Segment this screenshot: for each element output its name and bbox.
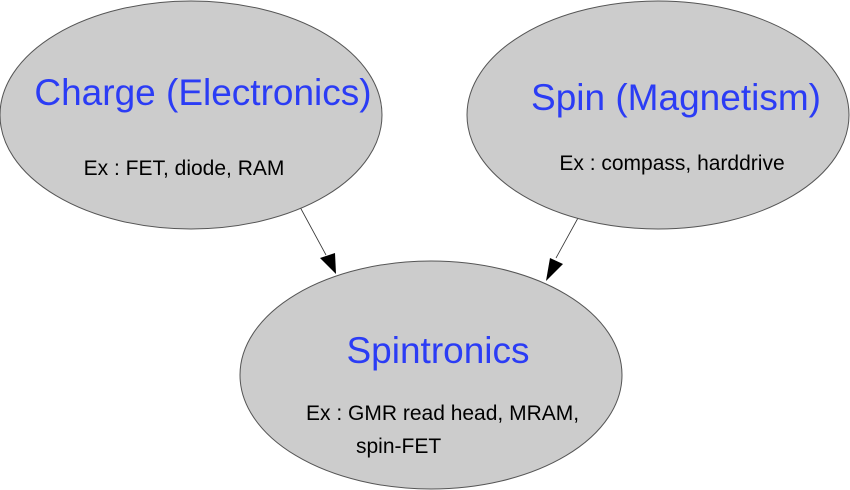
node-charge-title: Charge (Electronics): [34, 72, 371, 113]
node-spin-shape: [466, 0, 850, 230]
node-spintronics[interactable]: Spintronics Ex : GMR read head, MRAM, sp…: [239, 260, 623, 490]
edge-spin-to-spintronics: [555, 217, 579, 259]
node-spin[interactable]: Spin (Magnetism) Ex : compass, harddrive: [466, 0, 850, 230]
arrowhead-spin-to-spintronics: [546, 258, 563, 281]
edge-charge-to-spintronics: [299, 206, 327, 256]
arrowhead-charge-to-spintronics: [320, 253, 336, 274]
node-charge-example: Ex : FET, diode, RAM: [84, 157, 285, 180]
node-spintronics-example-line1: Ex : GMR read head, MRAM,: [306, 402, 579, 425]
node-charge[interactable]: Charge (Electronics) Ex : FET, diode, RA…: [0, 0, 383, 230]
node-spin-title: Spin (Magnetism): [531, 77, 821, 118]
node-spintronics-example-line2: spin-FET: [356, 435, 441, 458]
node-spintronics-shape: [239, 260, 623, 490]
node-spin-example: Ex : compass, harddrive: [559, 152, 784, 175]
node-charge-shape: [0, 0, 383, 230]
node-spintronics-title: Spintronics: [346, 330, 529, 371]
